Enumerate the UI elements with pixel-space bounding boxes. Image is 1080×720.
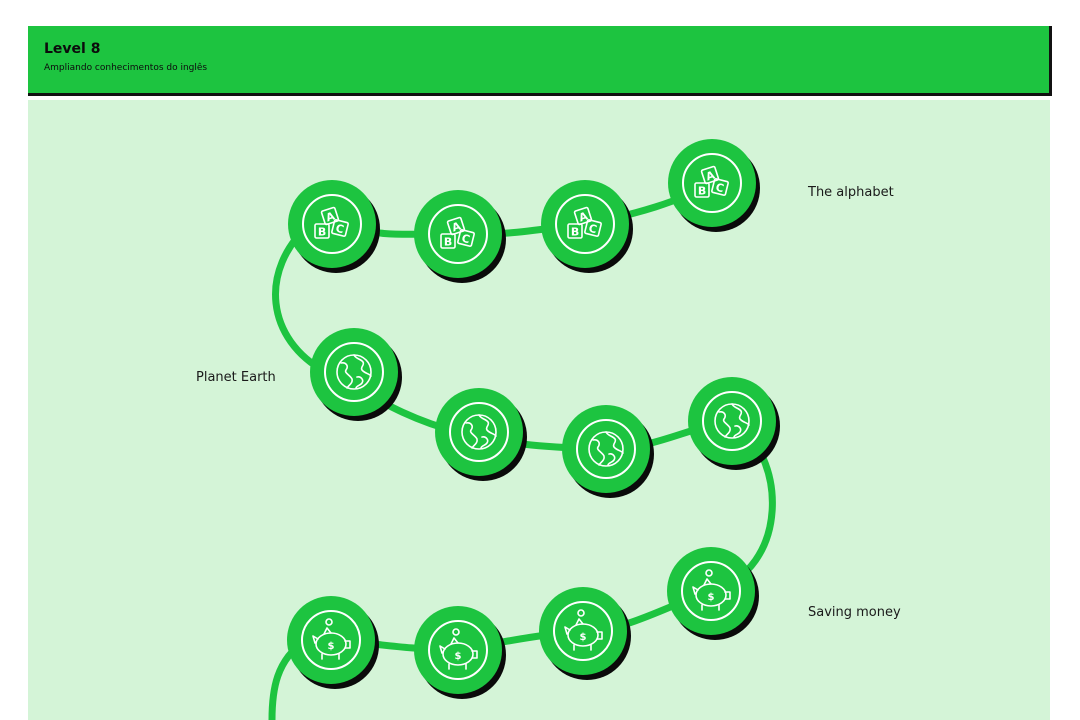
lesson-node-piggy-bank-4[interactable] — [287, 596, 379, 689]
lesson-node-abc-blocks-4[interactable] — [668, 139, 760, 232]
lesson-nodes — [287, 139, 780, 699]
lesson-node-abc-blocks-1[interactable] — [288, 180, 380, 273]
section-label-the-alphabet: The alphabet — [808, 185, 894, 200]
lesson-node-globe-3[interactable] — [562, 405, 654, 498]
level-header: Level 8 Ampliando conhecimentos do inglê… — [28, 26, 1052, 96]
section-label-saving-money: Saving money — [808, 605, 901, 620]
lesson-node-globe-4[interactable] — [688, 377, 780, 470]
level-subtitle: Ampliando conhecimentos do inglês — [44, 63, 208, 73]
lesson-node-piggy-bank-1[interactable] — [667, 547, 759, 640]
lesson-node-globe-1[interactable] — [310, 328, 402, 421]
lesson-path-canvas: A B C — [268, 139, 780, 720]
lesson-node-abc-blocks-3[interactable] — [541, 180, 633, 273]
section-label-planet-earth: Planet Earth — [196, 370, 276, 385]
lesson-node-piggy-bank-3[interactable] — [414, 606, 506, 699]
lesson-node-globe-2[interactable] — [435, 388, 527, 481]
lesson-node-abc-blocks-2[interactable] — [414, 190, 506, 283]
lesson-path-map: A B C — [28, 100, 1050, 720]
level-title: Level 8 — [44, 41, 101, 57]
lesson-node-piggy-bank-2[interactable] — [539, 587, 631, 680]
